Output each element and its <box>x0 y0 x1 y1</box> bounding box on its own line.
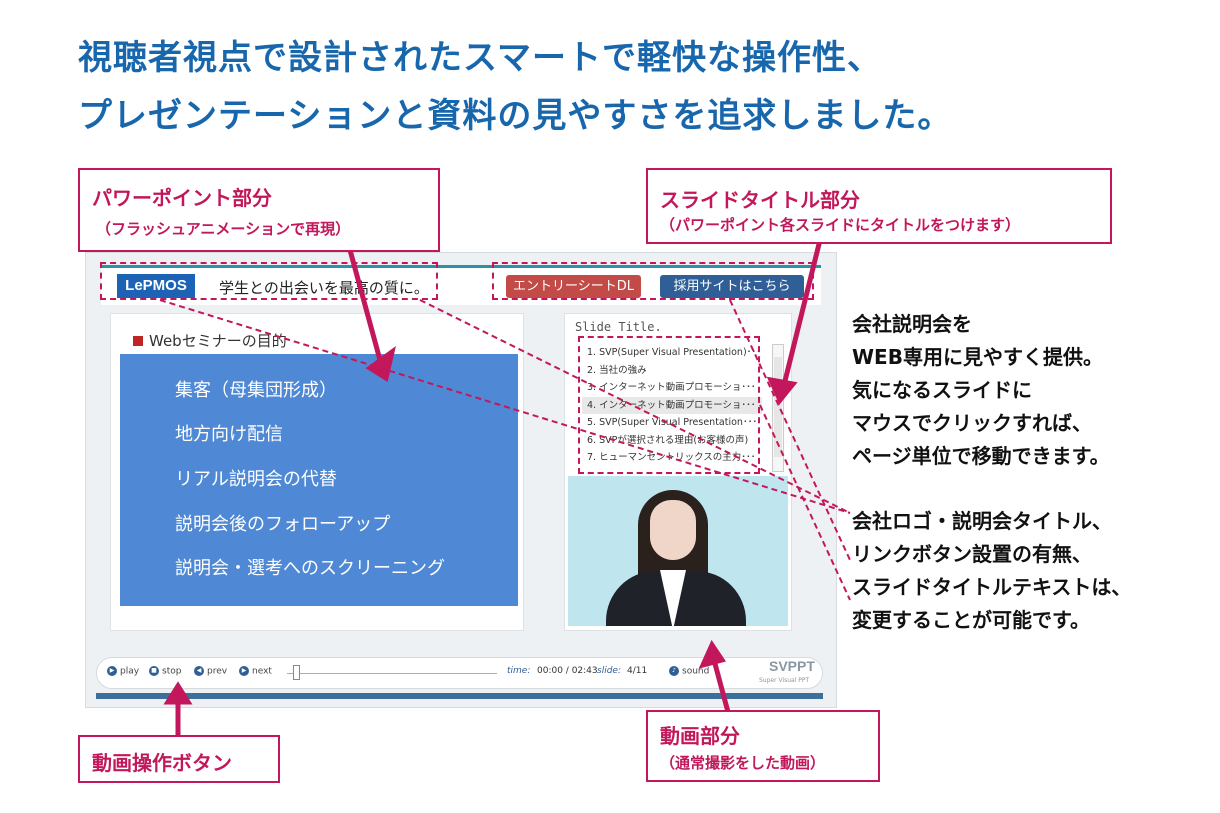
player-footer-strip <box>96 693 823 699</box>
time-value: 00:00 / 02:43 <box>537 666 598 676</box>
slide-title-item[interactable]: 3. インターネット動画プロモーショ･･･ <box>587 382 756 393</box>
slide-label: slide: <box>597 666 621 676</box>
arrow-slidetitle <box>781 239 823 386</box>
desc-line: 変更することが可能です。 <box>852 608 1090 632</box>
connector-buttons <box>729 299 851 561</box>
callout-video-title: 動画部分 <box>660 724 740 748</box>
slide-panel: Webセミナーの目的 集客（母集団形成） 地方向け配信 リアル説明会の代替 説明… <box>110 313 524 631</box>
connector-title <box>419 299 851 514</box>
callout-slidetitle-sub: （パワーポイント各スライドにタイトルをつけます） <box>660 216 1021 234</box>
slide-heading: Webセミナーの目的 <box>133 330 287 351</box>
play-button[interactable]: ▶play <box>107 666 139 677</box>
scrollbar-thumb[interactable] <box>774 357 782 457</box>
prev-icon: ◀ <box>194 666 204 676</box>
slide-title-item[interactable]: 2. 当社の強み <box>587 364 647 376</box>
slide-item: 説明会・選考へのスクリーニング <box>175 558 445 579</box>
desc-line: 会社説明会を <box>852 312 972 336</box>
desc-line: リンクボタン設置の有無、 <box>852 542 1092 566</box>
right-description-2: 会社ロゴ・説明会タイトル、 リンクボタン設置の有無、 スライドタイトルテキストは… <box>852 505 1131 637</box>
arrow-controls-head <box>163 681 193 705</box>
callout-controls-title: 動画操作ボタン <box>92 751 232 775</box>
bullet-square-icon <box>133 336 143 346</box>
prev-button[interactable]: ◀prev <box>194 666 227 677</box>
callout-powerpoint-sub: （フラッシュアニメーションで再現） <box>96 220 351 238</box>
slide-title-item-selected[interactable]: 4. インターネット動画プロモーショ･･･ <box>582 396 762 414</box>
callout-slidetitle: スライドタイトル部分 （パワーポイント各スライドにタイトルをつけます） <box>646 168 1112 244</box>
event-title: 学生との出会いを最高の質に。 <box>219 279 429 297</box>
next-label: next <box>252 666 272 677</box>
headline-line2: プレゼンテーションと資料の見やすさを追求しました。 <box>78 96 953 136</box>
callout-video: 動画部分 （通常撮影をした動画） <box>646 710 880 782</box>
time-label: time: <box>507 666 531 676</box>
arrow-video <box>711 659 731 713</box>
desc-line: 気になるスライドに <box>852 378 1032 402</box>
arrow-video-head <box>698 639 727 669</box>
slide-title-item[interactable]: 6. SVPが選択される理由(お客様の声) <box>587 434 749 446</box>
slide-title-label: Slide Title. <box>575 320 662 334</box>
arrow-slidetitle-head <box>766 376 798 405</box>
seek-bar[interactable] <box>287 673 497 674</box>
desc-line: 会社ロゴ・説明会タイトル、 <box>852 509 1112 533</box>
recruit-site-button[interactable]: 採用サイトはこちら <box>660 275 804 298</box>
slide-item: 集客（母集団形成） <box>175 380 337 401</box>
slide-item: リアル説明会の代替 <box>175 469 337 490</box>
slide-title-item[interactable]: 5. SVP(Super Visual Presentation･･･ <box>587 417 758 428</box>
speaker-icon: ♪ <box>669 666 679 676</box>
arrow-powerpoint-head <box>365 346 396 382</box>
title-list-highlight <box>578 336 760 474</box>
next-button[interactable]: ▶next <box>239 666 272 677</box>
connector-list <box>759 404 851 601</box>
stop-button[interactable]: ■stop <box>149 666 181 677</box>
callout-powerpoint: パワーポイント部分 （フラッシュアニメーションで再現） <box>78 168 440 252</box>
presenter-face <box>650 500 696 560</box>
svppt-logo-sub: Super Visual PPT <box>759 677 810 684</box>
desc-line: WEB専用に見やすく提供。 <box>852 345 1103 369</box>
header-highlight <box>100 262 438 300</box>
desc-line: マウスでクリックすれば、 <box>852 411 1092 435</box>
desc-line: スライドタイトルテキストは、 <box>852 575 1132 599</box>
desc-line: ページ単位で移動できます。 <box>852 444 1110 468</box>
company-logo[interactable]: LePMOS <box>117 274 195 298</box>
right-description-1: 会社説明会を WEB専用に見やすく提供。 気になるスライドに マウスでクリックす… <box>852 308 1110 473</box>
prev-label: prev <box>207 666 228 677</box>
play-icon: ▶ <box>107 666 117 676</box>
stop-label: stop <box>162 666 182 677</box>
callout-powerpoint-title: パワーポイント部分 <box>92 186 272 210</box>
slide-title-item[interactable]: 1. SVP(Super Visual Presentation)･･･ <box>587 347 761 358</box>
sound-button[interactable]: ♪sound <box>669 666 709 677</box>
stop-icon: ■ <box>149 666 159 676</box>
headline-line1: 視聴者視点で設計されたスマートで軽快な操作性、 <box>78 38 882 78</box>
play-label: play <box>120 666 140 677</box>
seek-handle[interactable] <box>293 665 300 680</box>
slide-value: 4/11 <box>627 666 648 676</box>
slide-heading-text: Webセミナーの目的 <box>149 332 287 350</box>
video-area <box>568 476 788 626</box>
sound-label: sound <box>682 666 710 677</box>
slide-content: 集客（母集団形成） 地方向け配信 リアル説明会の代替 説明会後のフォローアップ … <box>120 354 518 606</box>
callout-video-sub: （通常撮影をした動画） <box>660 754 826 772</box>
callout-slidetitle-title: スライドタイトル部分 <box>660 188 860 212</box>
title-list-scrollbar[interactable] <box>772 344 784 472</box>
arrow-powerpoint <box>347 249 383 361</box>
entry-sheet-download-button[interactable]: エントリーシートDL <box>506 275 641 298</box>
svppt-logo: SVPPT <box>769 658 815 674</box>
slide-item: 地方向け配信 <box>175 424 283 445</box>
callout-controls: 動画操作ボタン <box>78 735 280 783</box>
slide-item: 説明会後のフォローアップ <box>175 514 391 535</box>
connector-logo <box>159 299 851 514</box>
buttons-highlight <box>492 262 814 300</box>
next-icon: ▶ <box>239 666 249 676</box>
